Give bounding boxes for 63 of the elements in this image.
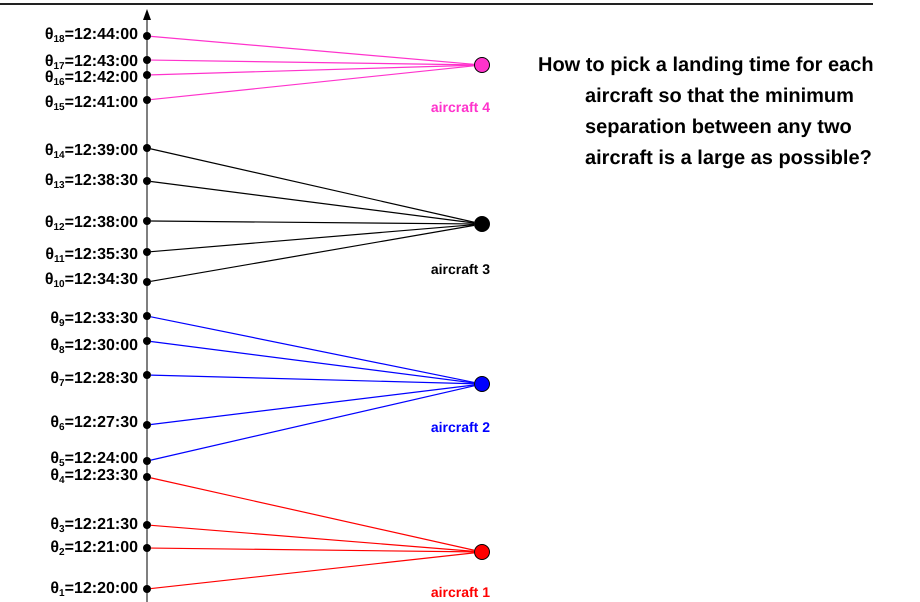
connector-line	[150, 65, 474, 100]
time-label: θ$_{14}$=12:39:00	[44, 143, 138, 159]
connector-line	[150, 180, 474, 224]
time-label: θ$_{8}$=12:30:00	[50, 338, 138, 354]
aircraft-label: aircraft 2	[430, 419, 490, 435]
question-text: How to pick a landing time for each aircraft so that the minimum separation between any two aircraft is a large as possible?	[538, 53, 875, 171]
time-label: θ$_{13}$=12:38:30	[44, 173, 138, 189]
connector-line	[150, 477, 474, 551]
time-dot	[143, 32, 151, 40]
time-dot	[143, 217, 151, 225]
connector-line	[150, 224, 474, 282]
time-dot	[143, 544, 151, 552]
time-label: θ$_{2}$=12:21:00	[50, 540, 138, 556]
aircraft-label: aircraft 4	[430, 99, 490, 115]
time-dot	[143, 473, 151, 481]
time-label: θ$_{17}$=12:43:00	[44, 54, 138, 70]
time-label: θ$_{4}$=12:23:30	[50, 468, 138, 484]
time-dot	[143, 312, 151, 320]
time-dot	[143, 248, 151, 256]
aircraft-circle	[474, 544, 490, 560]
aircraft-circle	[474, 376, 490, 392]
time-label: θ$_{9}$=12:33:30	[50, 311, 138, 327]
connector-line	[150, 340, 474, 384]
time-label: θ$_{7}$=12:28:30	[50, 371, 138, 387]
aircraft-circle	[474, 216, 490, 232]
time-label: θ$_{10}$=12:34:30	[44, 272, 138, 288]
time-dot	[143, 585, 151, 593]
time-label: θ$_{6}$=12:27:30	[50, 415, 138, 431]
connector-line	[151, 59, 474, 66]
connector-line	[150, 384, 474, 426]
time-label: θ$_{1}$=12:20:00	[50, 581, 138, 597]
time-label: θ$_{16}$=12:42:00	[44, 70, 138, 86]
connector-line	[150, 552, 474, 590]
time-label: θ$_{12}$=12:38:00	[44, 215, 138, 231]
connector-line	[150, 148, 474, 223]
connector-line	[150, 36, 474, 65]
aircraft-label: aircraft 3	[430, 261, 490, 277]
connector-line	[151, 547, 474, 552]
time-dot	[143, 421, 151, 429]
time-dot	[143, 177, 151, 185]
connector-line	[150, 374, 474, 384]
time-dot	[143, 521, 151, 529]
connector-line	[150, 524, 474, 552]
connector-line	[150, 224, 474, 252]
time-dot	[143, 56, 151, 64]
connector-line	[150, 316, 474, 383]
time-dot	[143, 96, 151, 104]
connector-line	[151, 220, 474, 225]
time-label: θ$_{18}$=12:44:00	[44, 27, 138, 43]
connector-line	[150, 64, 474, 76]
time-dot	[143, 278, 151, 286]
aircraft-label: aircraft 1	[430, 584, 490, 600]
time-dot	[143, 457, 151, 465]
aircraft-circle	[474, 57, 490, 73]
time-dot	[143, 371, 151, 379]
connector-line	[150, 385, 474, 461]
time-dot	[143, 71, 151, 79]
time-dot	[143, 144, 151, 152]
time-label: θ$_{5}$=12:24:00	[50, 451, 138, 467]
time-label: θ$_{3}$=12:21:30	[50, 517, 138, 533]
time-dot	[143, 337, 151, 345]
time-label: θ$_{15}$=12:41:00	[44, 95, 138, 111]
time-label: θ$_{11}$=12:35:30	[45, 247, 138, 263]
